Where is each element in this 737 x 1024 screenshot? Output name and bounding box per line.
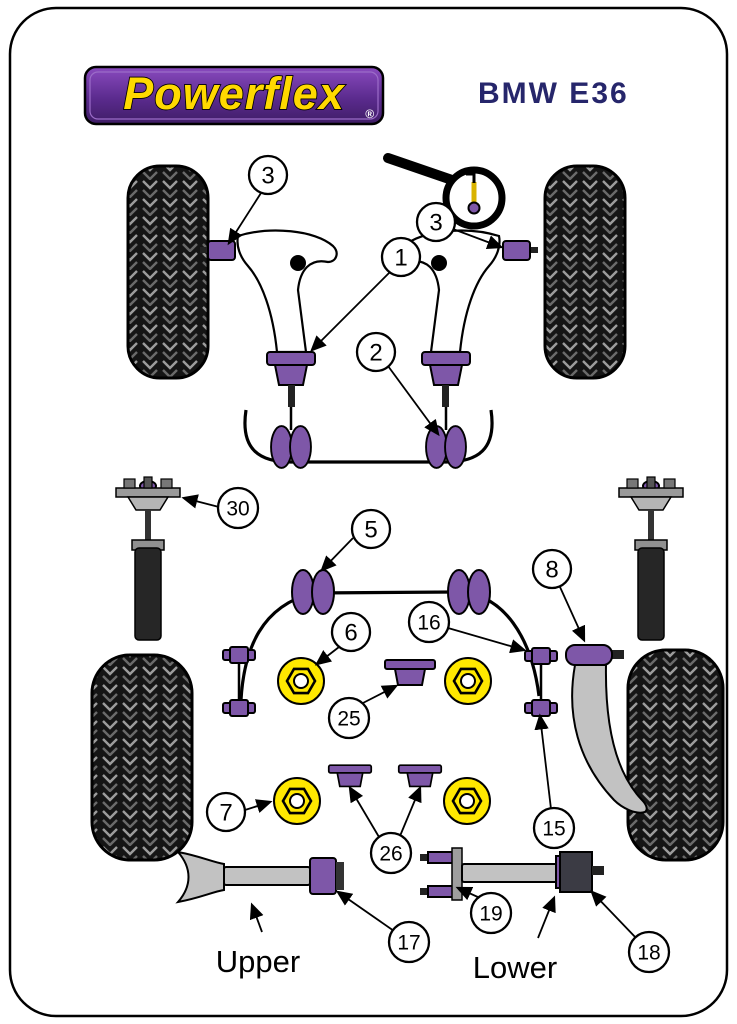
callout-3-right: 3 [415,201,457,243]
svg-text:3: 3 [429,210,442,237]
drop-link-bush-left-top [222,646,256,664]
callout-6: 6 [330,611,372,653]
svg-text:8: 8 [545,557,558,584]
svg-text:7: 7 [219,800,232,827]
svg-text:16: 16 [417,612,440,635]
front-arm-rear-bush-right [428,364,464,386]
svg-text:19: 19 [479,903,502,926]
front-right-control-arm [399,229,538,407]
svg-text:18: 18 [637,942,660,965]
callout-7: 7 [205,791,247,833]
ball-joint-dot [290,255,306,271]
powerflex-logo: Powerflex ® [83,65,385,126]
svg-text:3: 3 [261,163,274,190]
steering-alignment-icon [383,153,506,230]
callout-30: 30 [216,486,260,530]
svg-text:5: 5 [364,517,377,544]
lower-arm-rear-bush [559,851,593,893]
callout-1: 1 [380,236,422,278]
rear-beam-bush-top-right [443,656,493,706]
callout-26: 26 [369,831,413,875]
svg-text:17: 17 [397,932,420,955]
callout-5: 5 [350,508,392,550]
callout-15: 15 [532,806,576,850]
page-title: BMW E36 [478,77,629,110]
rear-subframe-bracket [565,644,648,814]
svg-text:26: 26 [379,843,402,866]
svg-text:15: 15 [542,818,565,841]
front-arm-rear-bush-left [273,364,309,386]
drop-link-bush-right-bottom [524,699,558,717]
callout-18: 18 [627,930,671,974]
front-right-tire [543,164,627,380]
rear-beam-bush-bottom-left [272,776,322,826]
lower-arm-front-bush-top [427,851,455,864]
front-left-tire [126,164,210,380]
svg-text:30: 30 [226,498,249,521]
callout-3-left: 3 [247,154,289,196]
callout-19: 19 [469,891,513,935]
upper-trailing-arm [175,850,344,904]
svg-text:25: 25 [337,708,360,731]
front-arm-front-bush-right [502,240,531,261]
svg-text:6: 6 [344,620,357,647]
registered-mark: ® [365,107,375,121]
drop-link-bush-right-top [524,647,558,665]
label-lower: Lower [473,950,557,985]
label-upper: Upper [216,944,300,979]
front-left-control-arm [200,229,338,407]
upper-arm-bush [309,857,337,895]
subframe-top-bush [565,644,613,666]
lower-trailing-arm [420,847,604,901]
rear-beam-bush-bottom-right [442,776,492,826]
callout-16: 16 [407,600,451,644]
callout-8: 8 [531,548,573,590]
callout-17: 17 [387,920,431,964]
drop-link-bush-left-bottom [222,699,256,717]
front-antiroll-bar [243,407,494,469]
logo-text: Powerflex [123,68,346,119]
svg-text:1: 1 [394,245,407,272]
rear-left-tire [90,653,194,862]
callout-2: 2 [355,331,397,373]
front-arm-front-bush-left [207,240,236,261]
rear-right-tire [626,648,725,862]
ball-joint-dot [431,255,447,271]
rear-beam-bush-top-left [276,656,326,706]
callout-25: 25 [327,696,371,740]
svg-text:2: 2 [369,340,382,367]
lower-arm-front-bush-bottom [427,885,455,898]
